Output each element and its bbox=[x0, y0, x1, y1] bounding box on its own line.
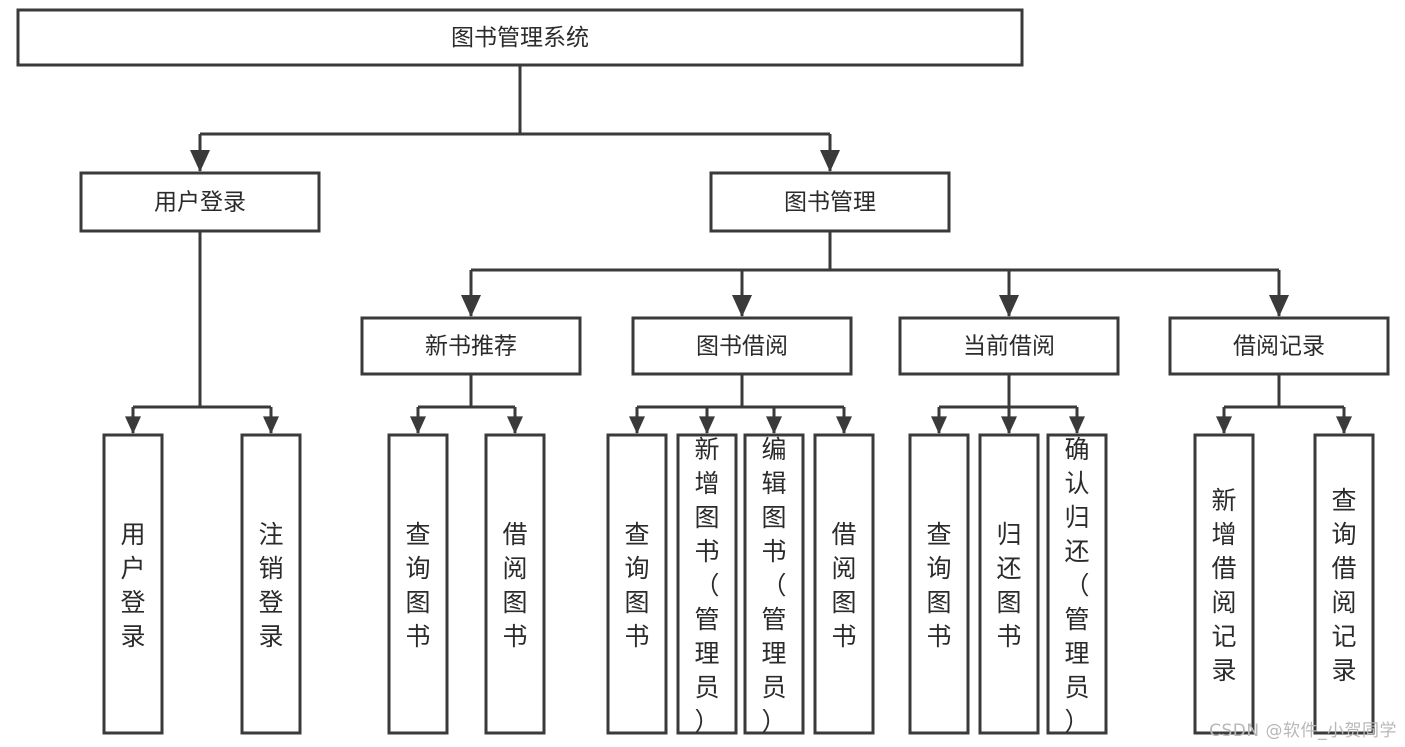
node-leaf-logout-login-label: 注销登录 bbox=[258, 520, 283, 651]
node-leaf-add-book-rect bbox=[676, 433, 738, 735]
node-leaf-confirm-return[interactable]: 确认归还（管理员） bbox=[1046, 433, 1108, 736]
node-leaf-add-book-label: 新增图书（管理员） bbox=[694, 435, 719, 736]
node-root-system-rect bbox=[16, 8, 1024, 67]
arrow-head-icon bbox=[820, 150, 840, 172]
node-borrow-record-rect bbox=[1168, 316, 1390, 376]
node-leaf-query-book-1-rect bbox=[387, 433, 449, 735]
node-leaf-borrow-book-1-label: 借阅图书 bbox=[502, 520, 527, 651]
node-book-manage[interactable]: 图书管理 bbox=[709, 171, 951, 233]
arrow-head-icon bbox=[263, 416, 279, 434]
node-leaf-query-book-1[interactable]: 查询图书 bbox=[387, 433, 449, 735]
node-leaf-query-book-2-rect bbox=[606, 433, 668, 735]
node-leaf-user-login-label: 用户登录 bbox=[120, 520, 145, 651]
arrow-head-icon bbox=[1069, 416, 1085, 434]
node-leaf-confirm-return-label: 确认归还（管理员） bbox=[1064, 435, 1089, 736]
node-leaf-borrow-book-1[interactable]: 借阅图书 bbox=[484, 433, 546, 735]
node-leaf-return-book[interactable]: 归还图书 bbox=[978, 433, 1040, 735]
arrow-head-icon bbox=[1216, 416, 1232, 434]
node-user-login-label: 用户登录 bbox=[154, 190, 246, 216]
node-book-manage-rect bbox=[709, 171, 951, 233]
node-leaf-query-book-3[interactable]: 查询图书 bbox=[908, 433, 970, 735]
arrow-head-icon bbox=[410, 416, 426, 434]
node-leaf-user-login[interactable]: 用户登录 bbox=[102, 433, 164, 735]
node-leaf-logout-login[interactable]: 注销登录 bbox=[240, 433, 302, 735]
node-leaf-borrow-book-2-rect bbox=[813, 433, 875, 735]
nodes-layer: 图书管理系统用户登录图书管理新书推荐图书借阅当前借阅借阅记录用户登录注销登录查询… bbox=[16, 8, 1390, 736]
node-root-system[interactable]: 图书管理系统 bbox=[16, 8, 1024, 67]
arrow-head-icon bbox=[190, 150, 210, 172]
arrow-head-icon bbox=[461, 295, 481, 317]
node-user-login[interactable]: 用户登录 bbox=[79, 171, 321, 233]
node-leaf-query-record-rect bbox=[1313, 433, 1375, 735]
node-book-borrow-label: 图书借阅 bbox=[696, 334, 788, 360]
node-leaf-edit-book-rect bbox=[743, 433, 805, 735]
arrow-head-icon bbox=[1269, 295, 1289, 317]
node-leaf-query-record-label: 查询借阅记录 bbox=[1331, 486, 1356, 685]
node-leaf-query-book-3-label: 查询图书 bbox=[926, 520, 951, 651]
arrow-head-icon bbox=[836, 416, 852, 434]
node-new-book-recommend[interactable]: 新书推荐 bbox=[360, 316, 582, 376]
node-new-book-recommend-label: 新书推荐 bbox=[425, 334, 517, 360]
arrow-head-icon bbox=[931, 416, 947, 434]
node-leaf-return-book-label: 归还图书 bbox=[996, 520, 1021, 651]
node-leaf-add-record-rect bbox=[1193, 433, 1255, 735]
node-leaf-borrow-book-1-rect bbox=[484, 433, 546, 735]
node-leaf-return-book-rect bbox=[978, 433, 1040, 735]
node-leaf-edit-book[interactable]: 编辑图书（管理员） bbox=[743, 433, 805, 736]
node-leaf-query-book-3-rect bbox=[908, 433, 970, 735]
node-current-borrow-rect bbox=[898, 316, 1120, 376]
node-leaf-add-record-label: 新增借阅记录 bbox=[1211, 486, 1236, 685]
node-leaf-user-login-rect bbox=[102, 433, 164, 735]
node-leaf-query-book-2-label: 查询图书 bbox=[624, 520, 649, 651]
node-book-borrow-rect bbox=[631, 316, 853, 376]
node-leaf-edit-book-label: 编辑图书（管理员） bbox=[761, 435, 786, 736]
node-root-system-label: 图书管理系统 bbox=[451, 25, 589, 51]
connectors-layer bbox=[125, 65, 1352, 434]
node-book-manage-label: 图书管理 bbox=[784, 190, 876, 216]
arrow-head-icon bbox=[507, 416, 523, 434]
node-leaf-add-record[interactable]: 新增借阅记录 bbox=[1193, 433, 1255, 735]
node-user-login-rect bbox=[79, 171, 321, 233]
node-leaf-logout-login-rect bbox=[240, 433, 302, 735]
node-borrow-record[interactable]: 借阅记录 bbox=[1168, 316, 1390, 376]
node-borrow-record-label: 借阅记录 bbox=[1233, 334, 1325, 360]
node-leaf-confirm-return-rect bbox=[1046, 433, 1108, 735]
node-leaf-query-record[interactable]: 查询借阅记录 bbox=[1313, 433, 1375, 735]
watermark-text: CSDN @软件_小贺同学 bbox=[1209, 721, 1397, 741]
node-new-book-recommend-rect bbox=[360, 316, 582, 376]
arrow-head-icon bbox=[766, 416, 782, 434]
arrow-head-icon bbox=[732, 295, 752, 317]
node-leaf-query-book-2[interactable]: 查询图书 bbox=[606, 433, 668, 735]
node-current-borrow-label: 当前借阅 bbox=[963, 334, 1055, 360]
arrow-head-icon bbox=[1001, 416, 1017, 434]
node-current-borrow[interactable]: 当前借阅 bbox=[898, 316, 1120, 376]
arrow-head-icon bbox=[999, 295, 1019, 317]
arrow-head-icon bbox=[1336, 416, 1352, 434]
node-leaf-borrow-book-2[interactable]: 借阅图书 bbox=[813, 433, 875, 735]
node-leaf-query-book-1-label: 查询图书 bbox=[405, 520, 430, 651]
node-leaf-borrow-book-2-label: 借阅图书 bbox=[831, 520, 856, 651]
arrow-head-icon bbox=[629, 416, 645, 434]
node-book-borrow[interactable]: 图书借阅 bbox=[631, 316, 853, 376]
arrow-head-icon bbox=[699, 416, 715, 434]
arrow-head-icon bbox=[125, 416, 141, 434]
node-leaf-add-book[interactable]: 新增图书（管理员） bbox=[676, 433, 738, 736]
